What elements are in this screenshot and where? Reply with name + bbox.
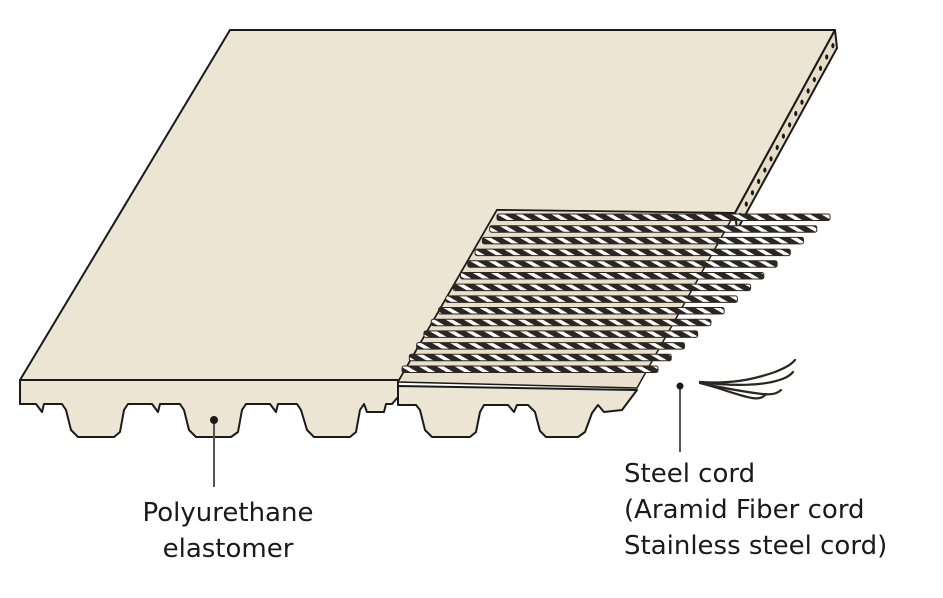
edge-perforation-dot (763, 167, 767, 173)
belt-front-face-teeth (19, 379, 399, 438)
steel-cord (416, 342, 685, 350)
steel-cord-leader-dot (676, 382, 684, 390)
steel-cord (423, 330, 699, 338)
edge-perforation-dot (750, 190, 755, 196)
steel-cord (430, 318, 712, 327)
steel-cord-label-line-2: (Aramid Fiber cord (624, 495, 865, 525)
steel-cord (401, 365, 659, 373)
edge-perforation-dot (757, 178, 761, 185)
steel-cord (467, 260, 778, 268)
edge-perforation-dot (800, 99, 804, 105)
edge-perforation-dot (806, 88, 810, 94)
edge-perforation-dot (825, 54, 829, 60)
edge-perforation-dot (812, 76, 816, 83)
edge-perforation-dot (818, 65, 823, 71)
cut-section-front-teeth (397, 385, 638, 438)
edge-perforations (738, 43, 835, 218)
polyurethane-leader-dot (210, 416, 218, 424)
steel-cord-label-line-1: Steel cord (624, 459, 756, 489)
steel-cord (445, 295, 738, 303)
steel-cord (452, 283, 752, 292)
edge-perforation-dot (775, 144, 779, 151)
steel-cord-label-line-3: Stainless steel cord) (624, 531, 888, 561)
edge-perforation-dot (744, 201, 748, 207)
steel-cord (474, 248, 791, 257)
steel-cord (489, 225, 818, 233)
polyurethane-label-line-2: elastomer (162, 534, 294, 564)
steel-cord-strand (698, 358, 797, 400)
belt-top-surface (19, 29, 836, 383)
polyurethane-elastomer-label: Polyurethane elastomer (128, 495, 328, 567)
steel-cord-label: Steel cord (Aramid Fiber cord Stainless … (624, 456, 887, 564)
edge-perforation-dot (831, 43, 835, 49)
edge-perforation-dot (794, 110, 798, 117)
edge-perforation-dot (787, 122, 792, 128)
steel-cord (438, 307, 725, 315)
steel-cord-array (401, 213, 831, 373)
edge-perforation-dot (781, 133, 786, 139)
steel-cord (459, 271, 765, 280)
steel-cord (481, 236, 805, 245)
steel-cord (496, 213, 831, 221)
edge-perforation-dot (769, 156, 773, 162)
polyurethane-label-line-1: Polyurethane (142, 498, 314, 528)
steel-cord (408, 353, 672, 362)
